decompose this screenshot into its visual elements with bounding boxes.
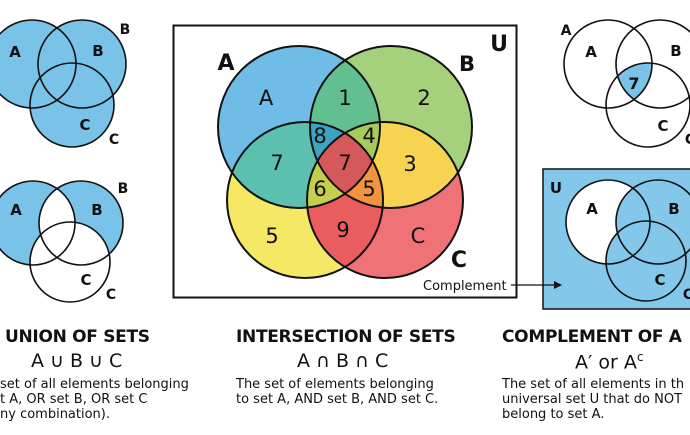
set-b-label: B bbox=[91, 201, 102, 219]
complement-title: COMPLEMENT OF A bbox=[502, 327, 682, 347]
region-label: 7 bbox=[270, 151, 283, 175]
region-label: 2 bbox=[417, 86, 430, 110]
intersection-circle-outline bbox=[615, 19, 690, 109]
set-c-label: C bbox=[80, 271, 91, 289]
set-c-label: C bbox=[657, 117, 668, 135]
set-b-title: B bbox=[459, 52, 475, 76]
intersection-formula: A ∩ B ∩ C bbox=[297, 350, 389, 372]
symdiff-circle-outline bbox=[29, 221, 111, 303]
complement-circle-outline bbox=[605, 220, 687, 302]
intersection-circle-outline bbox=[563, 19, 653, 109]
main-circle-outline bbox=[217, 45, 381, 209]
intersection-description: The set of elements belonging to set A, … bbox=[236, 377, 438, 407]
intersection-value-label: 7 bbox=[628, 74, 639, 93]
complement-circle-outline bbox=[615, 179, 690, 265]
complement-description-line: universal set U that do NOT bbox=[502, 392, 683, 407]
set-c-label: C bbox=[654, 271, 665, 289]
main-circle-outline bbox=[306, 121, 464, 279]
arrowhead-icon bbox=[554, 281, 562, 289]
set-c-outer-label: C bbox=[106, 287, 116, 303]
set-c-outer-label: C bbox=[683, 287, 690, 303]
union-description-line: set of all elements belonging bbox=[0, 377, 189, 392]
set-a-outer-label: A bbox=[561, 23, 572, 39]
region-label: 7 bbox=[338, 151, 351, 175]
symdiff-circle-outline bbox=[38, 180, 124, 266]
set-a-label: A bbox=[9, 43, 21, 61]
intersection-description-line: The set of elements belonging bbox=[236, 377, 434, 392]
intersection-title: INTERSECTION OF SETS bbox=[236, 327, 456, 347]
union-circle-outline bbox=[37, 19, 127, 109]
set-a-title: A bbox=[217, 51, 234, 76]
intersection-circle-outline bbox=[605, 62, 690, 148]
union-formula: A ∪ B ∪ C bbox=[31, 350, 123, 372]
union-circle-outline bbox=[0, 19, 77, 109]
set-c-outer-label: C bbox=[109, 132, 119, 148]
intersection-description-line: to set A, AND set B, AND set C. bbox=[236, 392, 439, 407]
union-circle-outline bbox=[29, 62, 115, 148]
set-b-outer-label: B bbox=[120, 22, 131, 38]
complement-arrow bbox=[511, 281, 562, 289]
region-label: 6 bbox=[313, 177, 326, 201]
union-title: UNION OF SETS bbox=[5, 327, 150, 347]
set-c-label: C bbox=[79, 116, 90, 134]
set-c-outer-label: C bbox=[685, 132, 690, 148]
complement-description-line: belong to set A. bbox=[502, 407, 605, 422]
universal-set-label: U bbox=[550, 179, 562, 197]
union-description-line: ny combination). bbox=[0, 407, 111, 422]
complement-label: Complement bbox=[423, 279, 507, 294]
main-circle-outline bbox=[309, 45, 473, 209]
complement-formula-superscript: c bbox=[636, 350, 644, 364]
set-b-label: B bbox=[670, 42, 681, 60]
region-label: C bbox=[411, 224, 426, 248]
set-a-label: A bbox=[585, 43, 597, 61]
region-label: 9 bbox=[336, 218, 349, 242]
region-label: 1 bbox=[338, 86, 351, 110]
complement-formula: A′ or Ac bbox=[575, 350, 643, 373]
region-label: 4 bbox=[362, 124, 375, 148]
union-description: set of all elements belonging t A, OR se… bbox=[0, 377, 189, 422]
union-description-line: t A, OR set B, OR set C bbox=[0, 392, 148, 407]
set-c-title: C bbox=[451, 248, 467, 273]
complement-description-line: The set of all elements in th bbox=[502, 377, 685, 392]
set-b-label: B bbox=[92, 42, 103, 60]
complement-description: The set of all elements in th universal … bbox=[502, 377, 684, 422]
region-label: 3 bbox=[403, 152, 416, 176]
main-circle-outline bbox=[226, 121, 384, 279]
set-b-label: B bbox=[668, 200, 679, 218]
region-label: 5 bbox=[265, 224, 278, 248]
region-label: A bbox=[259, 86, 274, 110]
complement-formula-main: A′ or A bbox=[575, 351, 637, 374]
region-label: 5 bbox=[362, 177, 375, 201]
set-a-label: A bbox=[10, 201, 22, 219]
region-label: 8 bbox=[313, 124, 326, 148]
set-a-label: A bbox=[586, 200, 598, 218]
set-b-outer-label: B bbox=[118, 181, 129, 197]
complement-circle-outline bbox=[565, 179, 651, 265]
universal-set-label: U bbox=[490, 32, 508, 57]
